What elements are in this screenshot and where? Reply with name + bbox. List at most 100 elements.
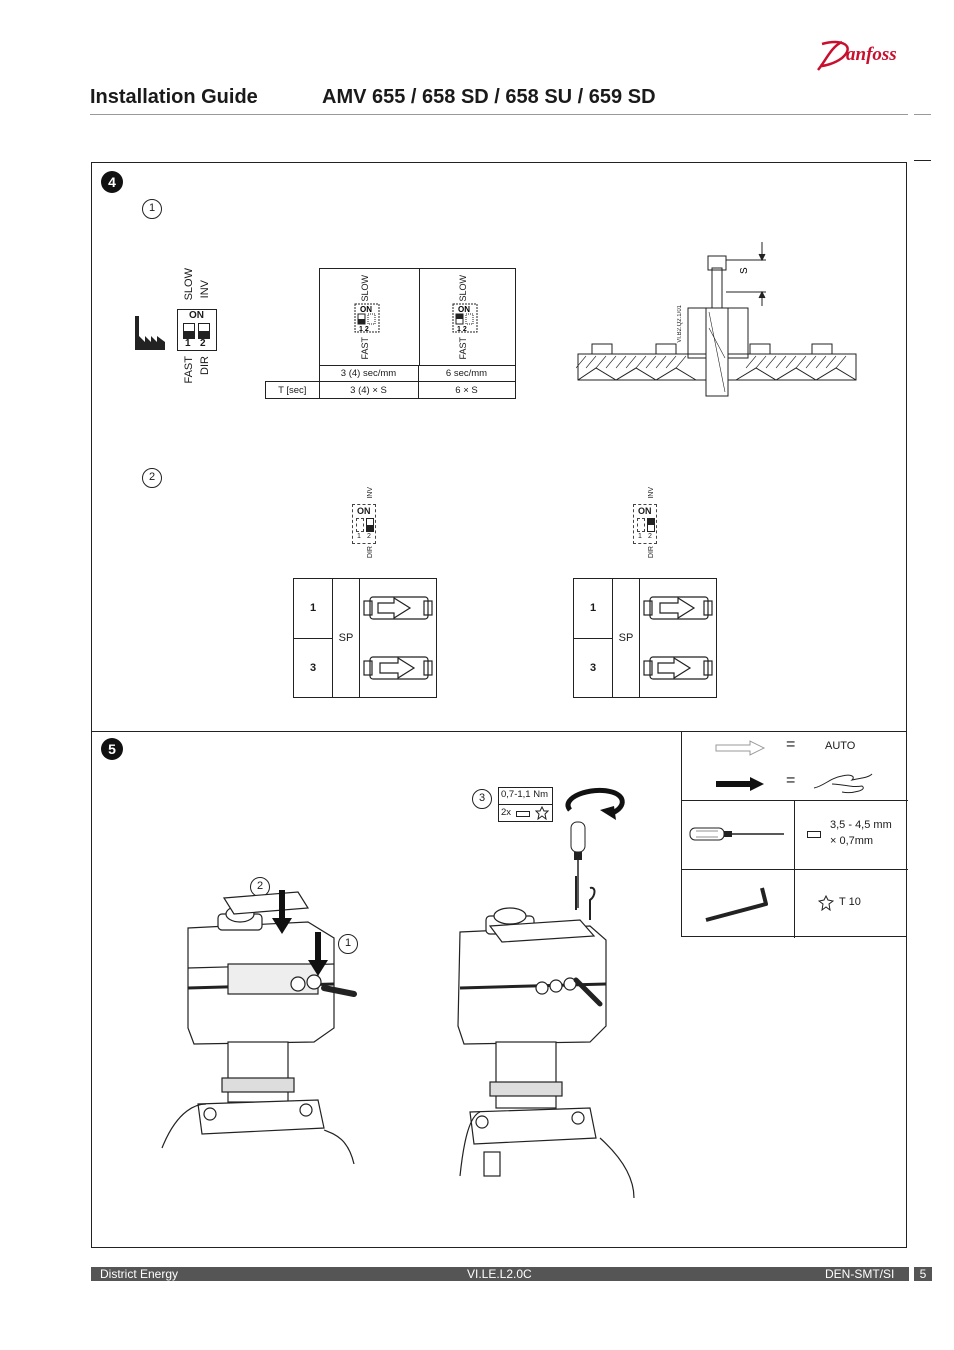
torx-icon xyxy=(818,895,834,911)
actuator-cover-fastening-illustration xyxy=(457,876,635,1198)
dir1-actuator-arrows xyxy=(363,596,433,680)
dir1-row-1: 1 xyxy=(293,578,333,639)
screwdriver-icon xyxy=(689,827,784,841)
manual-arrow-icon xyxy=(716,777,764,791)
speed-fast-label-2: FAST xyxy=(458,337,468,360)
dip-num-2: 2 xyxy=(200,338,206,349)
speed-table-header: SLOW FAST ON 1 2 SLOW FAST ON 1 2 xyxy=(319,268,516,366)
dip-label-dir: DIR xyxy=(199,356,211,375)
t-cell-2: 6 × S xyxy=(417,381,516,399)
dir1-dip-switch: ON 1 2 xyxy=(352,504,376,544)
step5-1-marker: 1 xyxy=(338,934,358,954)
dir2-on-label: ON xyxy=(638,506,652,516)
speed-table: 3 (4) sec/mm 6 sec/mm T [sec] 3 (4) × S … xyxy=(265,365,516,399)
auto-arrow-icon xyxy=(715,740,766,756)
footer-center: VI.LE.L2.0C xyxy=(467,1267,532,1281)
speed-cell-2: 6 sec/mm xyxy=(417,365,516,382)
footer-bar: District Energy VI.LE.L2.0C DEN-SMT/SI xyxy=(91,1267,909,1281)
svg-text:ON: ON xyxy=(458,305,470,314)
danfoss-logo: anfoss xyxy=(817,40,897,71)
dir2-sp: SP xyxy=(612,578,640,698)
dir2-inv-label: INV xyxy=(648,487,655,499)
dir2-num-2: 2 xyxy=(648,533,652,540)
dir1-sp: SP xyxy=(332,578,360,698)
header-rule xyxy=(90,114,908,115)
torque-blade-icon xyxy=(516,811,530,817)
screwdriver-spec-1: 3,5 - 4,5 mm xyxy=(830,819,892,831)
dip-toggle-2 xyxy=(198,323,210,339)
dip-on-label: ON xyxy=(189,310,204,321)
product-title: AMV 655 / 658 SD / 658 SU / 659 SD xyxy=(322,86,656,108)
document-title: Installation Guide xyxy=(90,86,258,108)
svg-text:1 2: 1 2 xyxy=(359,326,369,333)
torque-torx-icon xyxy=(535,806,549,820)
t-sec-label: T [sec] xyxy=(265,381,320,399)
direction-table-1: 1 SP 3 xyxy=(293,578,437,698)
speed-slow-label-1: SLOW xyxy=(360,275,370,302)
speed-slow-label-2: SLOW xyxy=(458,275,468,302)
header-rule-margin xyxy=(914,114,931,115)
page-number: 5 xyxy=(914,1267,932,1281)
svg-text:1 2: 1 2 xyxy=(457,326,467,333)
dip-slow-setting-icon: ON 1 2 xyxy=(354,303,380,333)
direction-table-2: 1 SP 3 xyxy=(573,578,717,698)
torque-box: 0,7-1,1 Nm 2x xyxy=(498,787,553,822)
dir1-on-label: ON xyxy=(357,506,371,516)
tool-legend: = AUTO = 3,5 - 4,5 mm × 0,7mm T 10 xyxy=(681,731,908,938)
dir2-dip-switch: ON 1 2 xyxy=(633,504,657,544)
dip-toggle-1 xyxy=(183,323,195,339)
dir2-illustration xyxy=(639,578,717,698)
dip-label-fast: FAST xyxy=(183,356,195,384)
section-divider xyxy=(91,731,907,732)
step2-marker: 2 xyxy=(142,468,162,488)
figure-frame xyxy=(91,162,907,1248)
step5-3-marker: 3 xyxy=(472,789,492,809)
footer-left: District Energy xyxy=(100,1267,179,1281)
svg-text:ON: ON xyxy=(360,305,372,314)
auto-equals: = xyxy=(786,736,796,753)
dir1-row-3: 3 xyxy=(293,637,333,698)
dip-label-slow: SLOW xyxy=(183,268,195,301)
drawing-code: VI.B2.Q2.1/01 xyxy=(677,305,683,343)
dir2-toggle-1 xyxy=(637,518,645,532)
speed-fast-label-1: FAST xyxy=(360,337,370,360)
dir1-inv-label: INV xyxy=(367,487,374,499)
dir2-row-1: 1 xyxy=(573,578,613,639)
factory-icon xyxy=(135,316,165,350)
auto-label: AUTO xyxy=(825,740,856,752)
dir2-toggle-2 xyxy=(647,518,655,532)
screwdriver-spec-2: × 0,7mm xyxy=(830,835,874,847)
dir1-dir-label: DIR xyxy=(367,546,374,559)
dip-label-inv: INV xyxy=(199,280,211,299)
speed-cell-1: 3 (4) sec/mm xyxy=(318,365,419,382)
dir1-num-2: 2 xyxy=(367,533,371,540)
hex-key-icon xyxy=(705,887,768,922)
hand-icon xyxy=(813,773,873,793)
dir2-num-1: 1 xyxy=(638,533,642,540)
dir2-dir-label: DIR xyxy=(648,546,655,559)
dir1-toggle-2 xyxy=(366,518,374,532)
torx-size: T 10 xyxy=(839,896,861,908)
dir1-num-1: 1 xyxy=(357,533,361,540)
dir2-actuator-arrows xyxy=(643,596,713,680)
dir1-illustration xyxy=(359,578,437,698)
dip-num-1: 1 xyxy=(185,338,191,349)
screwdriver-in-use-icon xyxy=(570,821,586,908)
svg-text:S: S xyxy=(739,267,750,274)
valve-cross-section-drawing: S xyxy=(576,242,857,397)
dir2-row-3: 3 xyxy=(573,637,613,698)
manual-equals: = xyxy=(786,772,796,789)
section4-badge: 4 xyxy=(101,171,123,193)
step1-marker: 1 xyxy=(142,199,162,219)
flat-blade-icon xyxy=(807,831,821,838)
dip-switch: ON 1 2 xyxy=(177,309,217,351)
dip-fast-setting-icon: ON 1 2 xyxy=(452,303,478,333)
footer-right: DEN-SMT/SI xyxy=(825,1267,895,1281)
actuator-cover-removal-illustration xyxy=(161,890,357,1164)
section5-badge: 5 xyxy=(101,738,123,760)
torque-value: 0,7-1,1 Nm xyxy=(501,789,548,800)
svg-text:anfoss: anfoss xyxy=(846,44,897,65)
t-cell-1: 3 (4) × S xyxy=(318,381,419,399)
dir1-toggle-1 xyxy=(356,518,364,532)
screw-count: 2x xyxy=(501,807,512,818)
